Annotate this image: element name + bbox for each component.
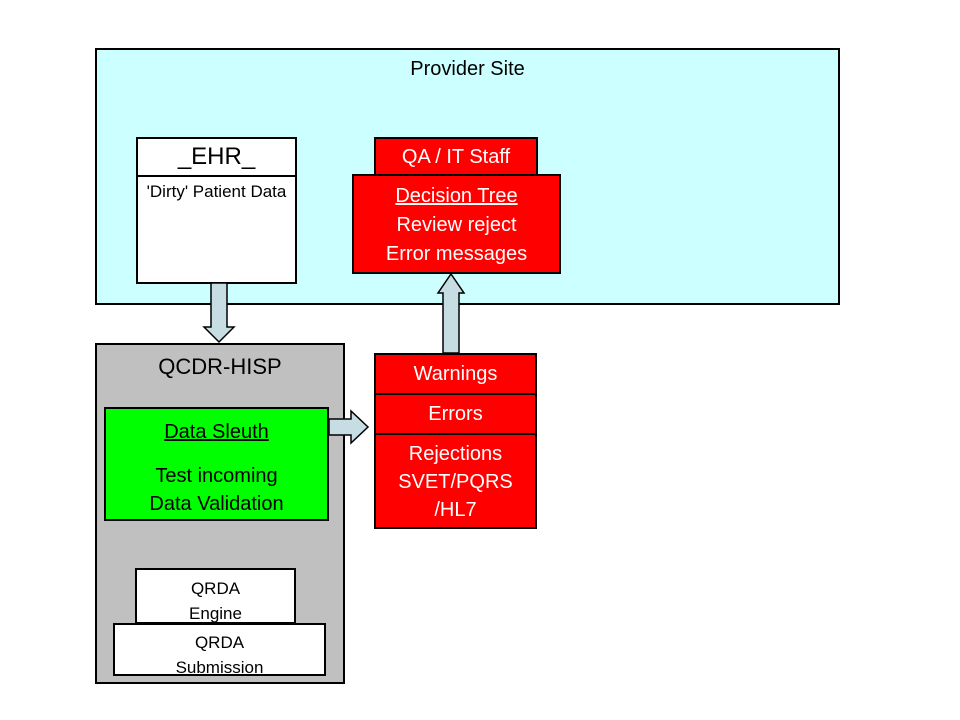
ehr-box: _EHR_ 'Dirty' Patient Data <box>136 137 297 284</box>
rejections-line: Rejections <box>408 443 503 465</box>
data-sleuth-line: Test incoming <box>155 465 278 487</box>
qa-it-staff-box: QA / IT Staff <box>374 137 538 177</box>
data-sleuth-line: Data Validation <box>149 493 284 515</box>
rejections-section: Rejections SVET/PQRS /HL7 <box>376 435 535 527</box>
data-sleuth-title: Data Sleuth <box>164 421 269 443</box>
rejections-line: SVET/PQRS <box>398 471 513 493</box>
decision-tree-line: Error messages <box>385 243 528 265</box>
decision-tree-title: Decision Tree <box>395 185 518 207</box>
qrda-engine-box: QRDA Engine <box>135 568 296 624</box>
errors-label: Errors <box>428 402 483 425</box>
decision-tree-box: Decision Tree Review reject Error messag… <box>352 174 561 274</box>
qrda-submission-box: QRDA Submission <box>113 623 326 677</box>
qcdr-hisp-title: QCDR-HISP <box>158 354 282 379</box>
qrda-submission-line: QRDA <box>194 633 245 652</box>
warnings-label: Warnings <box>413 362 498 385</box>
errors-section: Errors <box>376 395 535 435</box>
warnings-section: Warnings <box>376 355 535 395</box>
qrda-engine-line: Engine <box>189 604 242 623</box>
decision-tree-line: Review reject <box>396 214 517 236</box>
qrda-submission-line: Submission <box>175 658 264 677</box>
ehr-title: _EHR_ <box>138 139 295 177</box>
rejections-line: /HL7 <box>434 499 477 521</box>
provider-site-title: Provider Site <box>410 58 525 80</box>
qa-it-staff-label: QA / IT Staff <box>401 145 511 168</box>
feedback-stack-box: Warnings Errors Rejections SVET/PQRS /HL… <box>374 353 537 529</box>
qrda-engine-line: QRDA <box>190 579 241 598</box>
data-sleuth-box: Data Sleuth Test incoming Data Validatio… <box>104 407 329 521</box>
ehr-subtitle: 'Dirty' Patient Data <box>146 182 287 201</box>
